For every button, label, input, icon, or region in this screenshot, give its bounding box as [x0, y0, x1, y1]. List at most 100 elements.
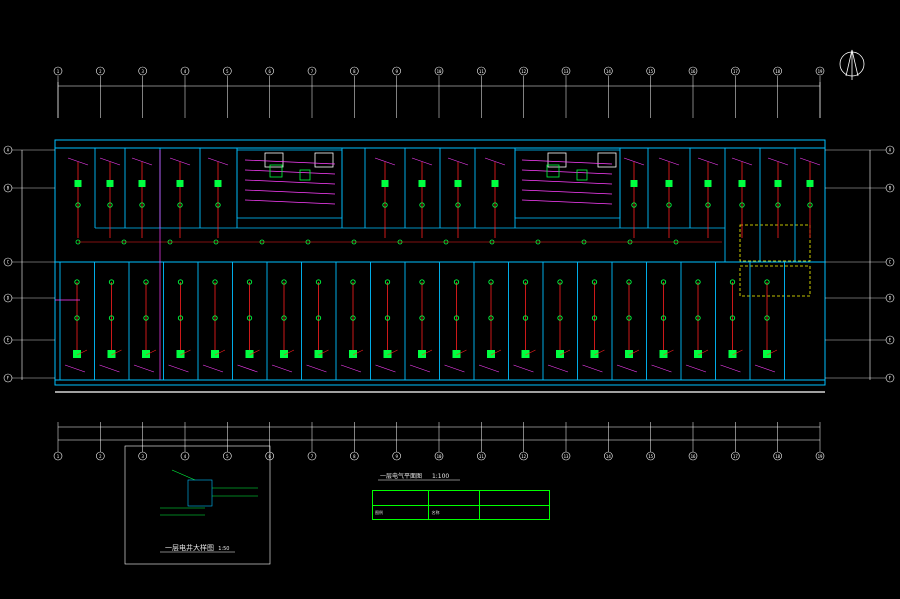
- legend-table: 图例 名称: [372, 490, 550, 520]
- axis-bubble-top: [731, 66, 740, 76]
- axis-bubble-bottom: [307, 451, 317, 461]
- axis-bubble-top: [138, 66, 147, 76]
- outlet-box-icon: [176, 180, 184, 187]
- light-fixture-icon: [695, 279, 701, 285]
- axis-bubble-bottom: [815, 451, 825, 461]
- axis-label-top: 7: [311, 69, 314, 74]
- circuit-run: [628, 349, 640, 356]
- axis-label-bottom: 17: [733, 454, 738, 459]
- light-fixture-icon: [177, 202, 183, 208]
- light-fixture-icon: [453, 279, 460, 285]
- wiring-tag: [731, 157, 753, 166]
- circuit-run: [732, 349, 743, 356]
- core-wiring: [244, 179, 336, 185]
- outlet-box-icon: [74, 180, 82, 187]
- axis-label-left: A: [7, 148, 10, 153]
- light-fixture-icon: [626, 279, 632, 285]
- light-fixture-icon: [729, 315, 736, 321]
- light-fixture-icon: [419, 279, 425, 285]
- wiring-tag: [168, 364, 189, 373]
- light-fixture-icon: [455, 202, 461, 208]
- wiring-tag: [484, 157, 506, 166]
- axis-bubble-right: [885, 335, 895, 345]
- wiring-tag: [444, 364, 465, 373]
- light-fixture-icon: [74, 279, 80, 285]
- outlet-box-icon: [349, 350, 357, 358]
- outlet-box-icon: [381, 180, 389, 187]
- axis-label-bottom: 16: [691, 454, 696, 459]
- light-fixture-icon: [246, 315, 253, 321]
- detail-scale-text: 1:50: [218, 546, 230, 552]
- outlet-box-icon: [521, 350, 530, 358]
- light-fixture-icon: [350, 315, 356, 321]
- light-fixture-icon: [382, 202, 388, 208]
- axis-bubble-bottom: [350, 451, 359, 461]
- light-fixture-icon: [143, 315, 149, 321]
- core-wiring: [521, 169, 613, 175]
- axis-label-left: F: [7, 376, 10, 381]
- outlet-box-icon: [704, 180, 712, 187]
- axis-bubble-bottom: [434, 451, 444, 461]
- axis-bubble-top: [604, 66, 613, 76]
- light-fixture-icon: [281, 315, 287, 321]
- wiring-tag: [99, 157, 121, 166]
- axis-label-bottom: 18: [775, 454, 780, 459]
- axis-label-bottom: 8: [353, 454, 356, 459]
- axis-bubble-right: [885, 257, 895, 267]
- axis-label-bottom: 2: [99, 454, 102, 459]
- outlet-box-icon: [418, 350, 426, 358]
- axis-label-bottom: 12: [521, 454, 526, 459]
- axis-bubble-left: [3, 373, 13, 383]
- light-fixture-icon: [666, 202, 672, 208]
- column-axis-group: 1122334455667788991010111112121313141415…: [53, 66, 825, 461]
- light-fixture-icon: [108, 279, 115, 285]
- axis-bubble-bottom: [561, 451, 571, 461]
- axis-bubble-right: [885, 293, 895, 303]
- light-fixture-icon: [631, 202, 637, 208]
- axis-label-bottom: 19: [818, 454, 823, 459]
- wiring-tag: [767, 157, 789, 166]
- axis-label-right: F: [889, 376, 892, 381]
- electric-room-highlight: [739, 224, 811, 297]
- light-fixture-icon: [419, 315, 425, 321]
- axis-label-top: 16: [691, 69, 696, 74]
- light-fixture-icon: [315, 315, 322, 321]
- outlet-box-icon: [491, 180, 499, 187]
- axis-label-left: E: [7, 338, 10, 343]
- axis-bubble-top: [180, 66, 190, 76]
- wiring-tag: [409, 364, 431, 373]
- axis-label-right: B: [889, 186, 892, 191]
- outlet-box-icon: [73, 350, 81, 358]
- outlet-box-icon: [763, 350, 771, 358]
- panel-box-icon: [546, 164, 560, 178]
- outlet-box-icon: [694, 350, 702, 358]
- wiring-tag: [131, 157, 153, 166]
- legend-cell: [480, 491, 549, 505]
- axis-bubble-bottom: [223, 451, 232, 461]
- wiring-tag: [616, 364, 638, 373]
- wiring-tag: [169, 157, 191, 166]
- axis-bubble-left: [3, 145, 13, 155]
- circuit-run: [111, 349, 122, 356]
- axis-label-bottom: 9: [395, 454, 398, 459]
- axis-label-top: 14: [606, 69, 611, 74]
- detail-title: 一层电井大样图 1:50: [165, 543, 229, 553]
- light-fixture-icon: [557, 279, 563, 285]
- light-fixture-icon: [775, 202, 781, 208]
- wiring-tag: [374, 157, 396, 166]
- wiring-tag: [547, 364, 569, 373]
- axis-bubble-left: [3, 335, 13, 345]
- legend-row: [373, 491, 549, 506]
- legend-cell: [480, 506, 549, 520]
- core-wiring: [521, 189, 613, 195]
- side-dimension-lines: [21, 150, 871, 380]
- axis-label-bottom: 13: [564, 454, 569, 459]
- outlet-box-icon: [806, 180, 814, 187]
- axis-bubble-left: [3, 183, 13, 193]
- wiring-tag: [207, 157, 229, 166]
- outlet-box-icon: [418, 180, 426, 187]
- circuit-run: [525, 349, 536, 356]
- wiring-tag: [651, 364, 672, 373]
- outlet-box-icon: [665, 180, 673, 187]
